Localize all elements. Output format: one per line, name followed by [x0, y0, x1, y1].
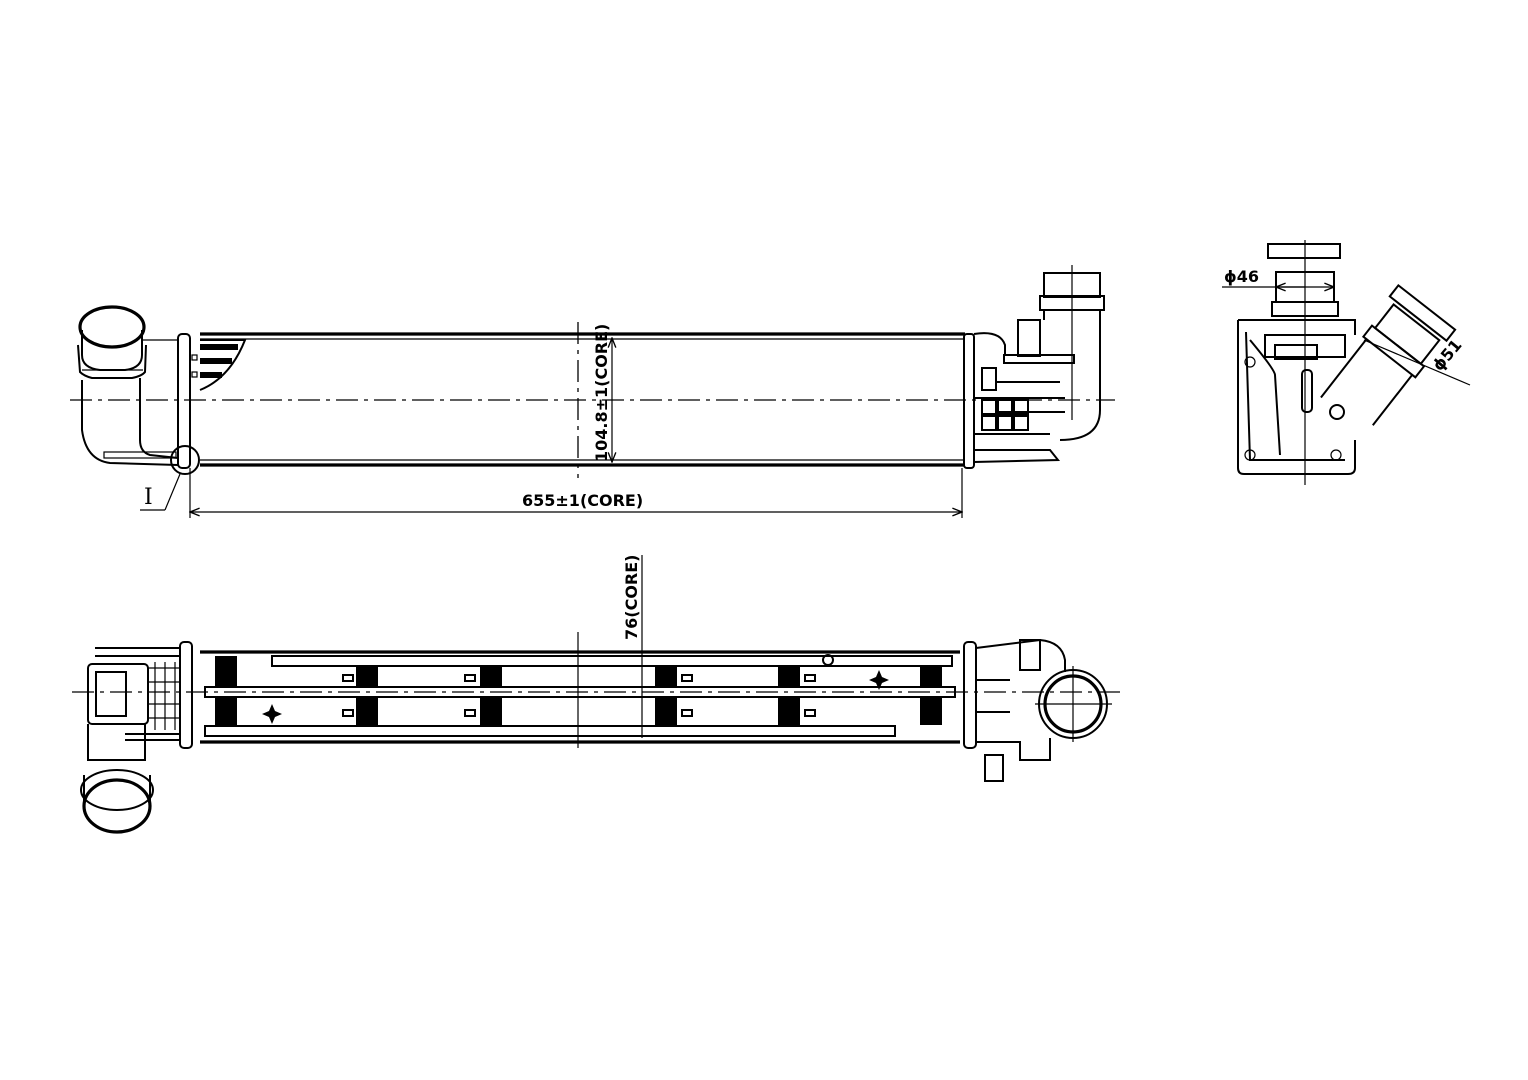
inlet-cap [1267, 243, 1341, 259]
bottom-left-end [80, 641, 193, 834]
core-depth-label: 76(CORE) [622, 555, 641, 640]
fin-blocks [215, 656, 942, 725]
height-dimension: 104.8±1(CORE) [592, 324, 612, 462]
left-header-tank [177, 333, 247, 469]
bottom-right-end [963, 638, 1112, 782]
outlet-diameter-label: ϕ51 [1429, 336, 1466, 375]
mount-mark [262, 704, 282, 724]
side-housing [1237, 319, 1356, 475]
core-height-label: 104.8±1(CORE) [592, 324, 611, 462]
bottom-view: 76(CORE) [72, 555, 1120, 834]
bottom-core [200, 650, 960, 744]
depth-dimension: 76(CORE) [622, 555, 643, 738]
length-dimension: 655±1(CORE) [190, 468, 962, 518]
inlet-diameter-label: ϕ46 [1224, 267, 1259, 286]
side-view: ϕ46 ϕ51 [1222, 240, 1471, 485]
core-body [200, 332, 965, 467]
right-header-tank [963, 265, 1105, 469]
angled-outlet [1320, 283, 1457, 426]
core-length-label: 655±1(CORE) [522, 491, 643, 510]
detail-marker: I [140, 445, 200, 511]
slots [342, 674, 816, 717]
front-view: I [70, 265, 1115, 518]
mount-mark [869, 670, 889, 690]
left-inlet-pipe [77, 305, 179, 466]
detail-marker-label: I [144, 485, 153, 510]
